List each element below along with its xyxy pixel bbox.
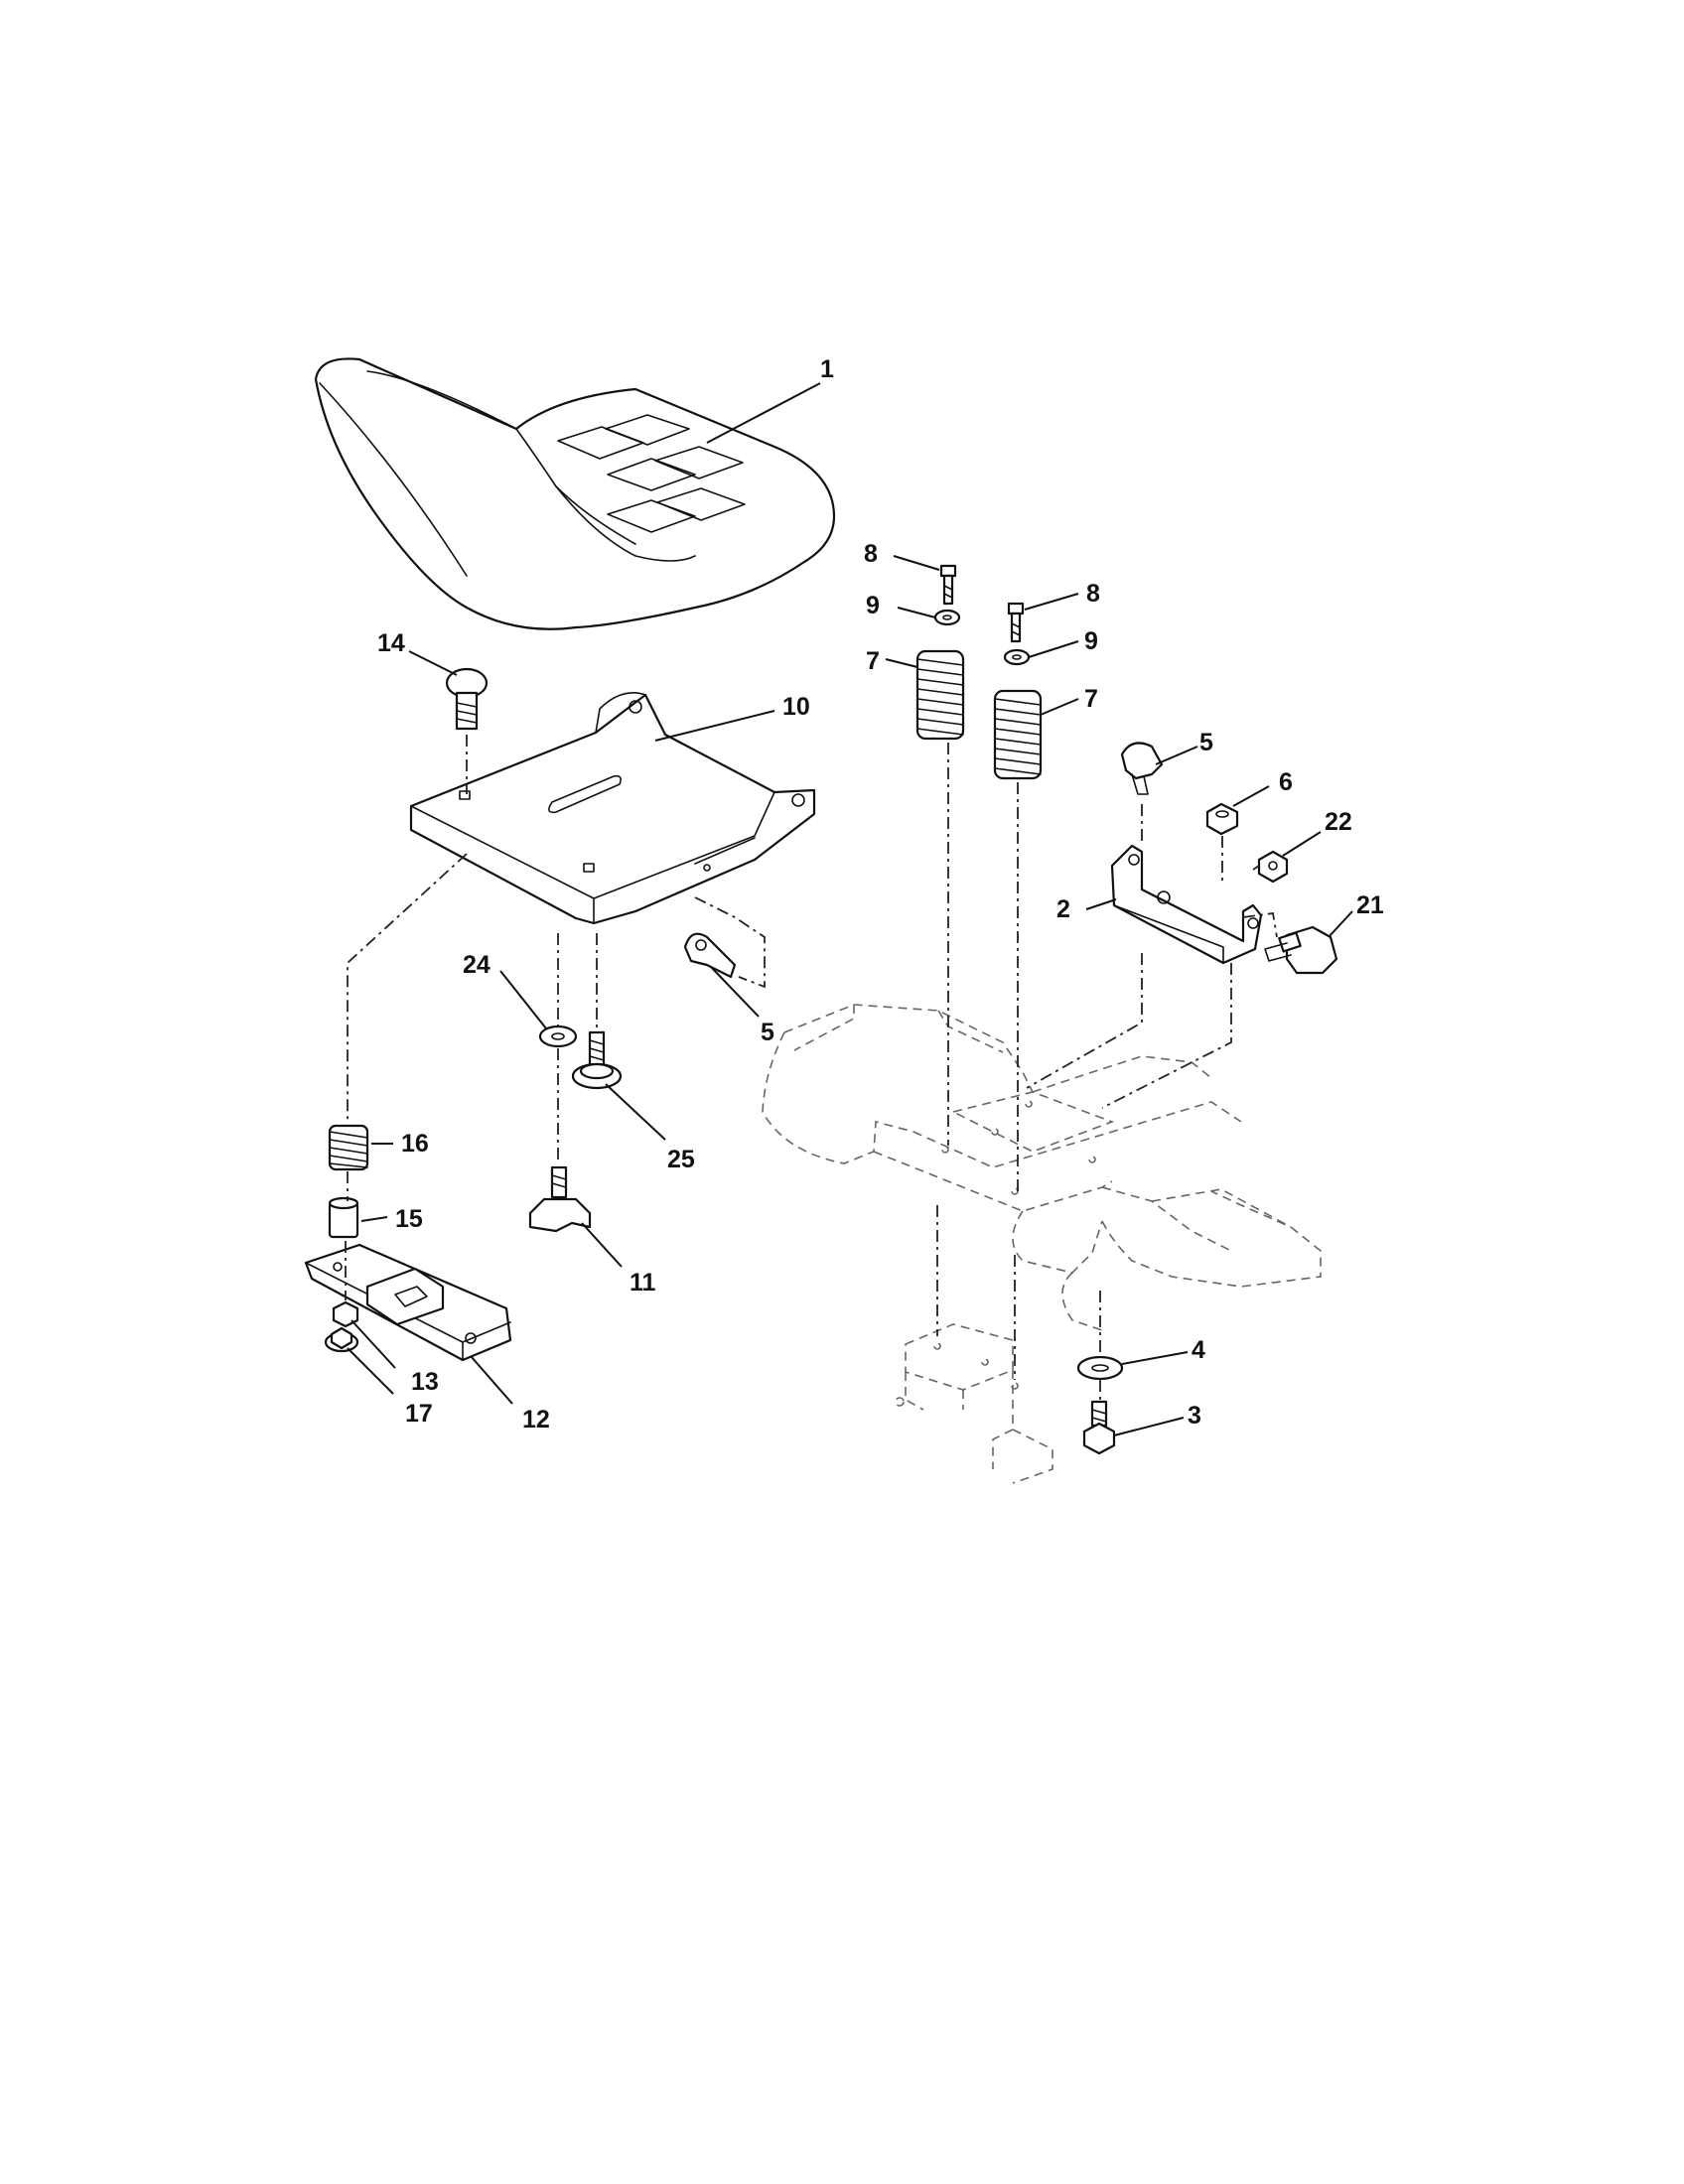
callout-3: 3 [1188, 1402, 1201, 1430]
callout-14: 14 [377, 629, 405, 657]
callout-25: 25 [667, 1146, 695, 1173]
washer-part-9-right [1003, 648, 1031, 666]
callout-7-left: 7 [866, 647, 880, 675]
clip-part-5-left [683, 932, 737, 979]
spring-part-7-right [993, 689, 1043, 780]
clip-part-5-right [1120, 742, 1164, 795]
callout-24: 24 [463, 951, 491, 979]
bolt-part-3 [1082, 1400, 1116, 1455]
seat-pan-part-10 [409, 692, 816, 925]
callout-9-left: 9 [866, 592, 880, 619]
spacer-part-15 [328, 1196, 359, 1239]
nut-part-22 [1257, 850, 1289, 884]
callout-13: 13 [411, 1368, 439, 1396]
flange-nut-part-17 [324, 1326, 359, 1353]
washer-part-24 [538, 1024, 578, 1048]
spring-part-16 [328, 1124, 369, 1171]
callout-12: 12 [522, 1406, 550, 1433]
seat-part-1 [314, 357, 836, 630]
callout-8-left: 8 [864, 540, 878, 568]
nut-part-6 [1205, 802, 1239, 836]
callout-6: 6 [1279, 768, 1293, 796]
bolt-part-25 [571, 1030, 623, 1090]
bracket-part-2 [1110, 844, 1263, 965]
callout-21: 21 [1356, 891, 1384, 919]
spring-part-7-left [915, 649, 965, 741]
lower-mount-phantom [895, 1323, 1053, 1484]
tractor-frame-phantom [762, 1004, 1322, 1331]
bolt-part-8-right [1007, 602, 1025, 643]
callout-16: 16 [401, 1130, 429, 1158]
callout-5-left: 5 [761, 1019, 774, 1046]
callout-22: 22 [1325, 808, 1352, 836]
callout-8-right: 8 [1086, 580, 1100, 608]
callout-5-right: 5 [1199, 729, 1213, 756]
washer-part-9-left [933, 609, 961, 626]
callout-1: 1 [820, 355, 834, 383]
carriage-bolt-part-14 [445, 667, 489, 731]
bolt-part-8-left [939, 564, 957, 606]
callout-7-right: 7 [1084, 685, 1098, 713]
callout-2: 2 [1056, 895, 1070, 923]
bolt-part-21 [1264, 925, 1338, 975]
callout-15: 15 [395, 1205, 423, 1233]
slide-plate-part-12 [304, 1243, 512, 1362]
callout-labels: 1 10 14 24 5 25 11 16 15 12 13 17 8 9 7 … [377, 355, 1384, 1433]
washer-part-4 [1076, 1355, 1124, 1381]
knob-part-11 [528, 1165, 592, 1233]
callout-11: 11 [630, 1269, 656, 1297]
callout-10: 10 [782, 693, 810, 721]
callout-17: 17 [405, 1400, 433, 1428]
callout-4: 4 [1192, 1336, 1205, 1364]
callout-9-right: 9 [1084, 627, 1098, 655]
assembly-lines [345, 735, 1278, 1400]
leader-lines [347, 382, 1353, 1436]
